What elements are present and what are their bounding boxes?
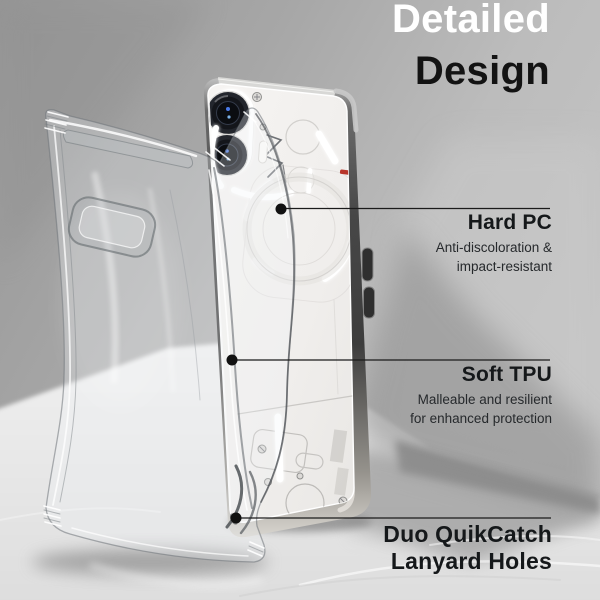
callout-lanyard-holes-label: Duo QuikCatch Lanyard Holes [383,521,552,574]
callout-hard-pc-description: Anti-discoloration & impact-resistant [435,240,552,274]
callout-soft-tpu: Soft TPU Malleable and resilient for enh… [410,363,552,428]
callout-hard-pc: Hard PC Anti-discoloration & impact-resi… [436,211,552,276]
case-camera-cutout [67,196,157,258]
callout-lanyard-holes: Duo QuikCatch Lanyard Holes [383,521,552,575]
case-edges [48,113,295,557]
volume-button [361,247,374,282]
callout-markers [226,203,551,524]
floor-streaks [0,507,600,597]
case-contact-shadow [32,549,268,575]
page-title-line2: Design [414,49,550,93]
page-title: Detailed Design [392,0,550,97]
corner-bumpers [43,111,265,557]
callout-soft-tpu-description: Malleable and resilient for enhanced pro… [410,392,552,426]
led-flash [258,140,268,164]
clear-case-illustration [43,107,296,563]
callout-dot-hard-pc [275,203,287,215]
phone-illustration [203,77,375,538]
camera-lens-bottom [207,133,249,177]
callout-dot-lanyard [230,512,242,524]
callout-hard-pc-label: Hard PC [467,211,552,234]
page-title-line1: Detailed [391,0,550,41]
power-button [363,286,375,319]
callout-soft-tpu-label: Soft TPU [461,363,552,386]
camera-lens-top [207,90,251,136]
callout-dot-soft-tpu [226,354,238,366]
